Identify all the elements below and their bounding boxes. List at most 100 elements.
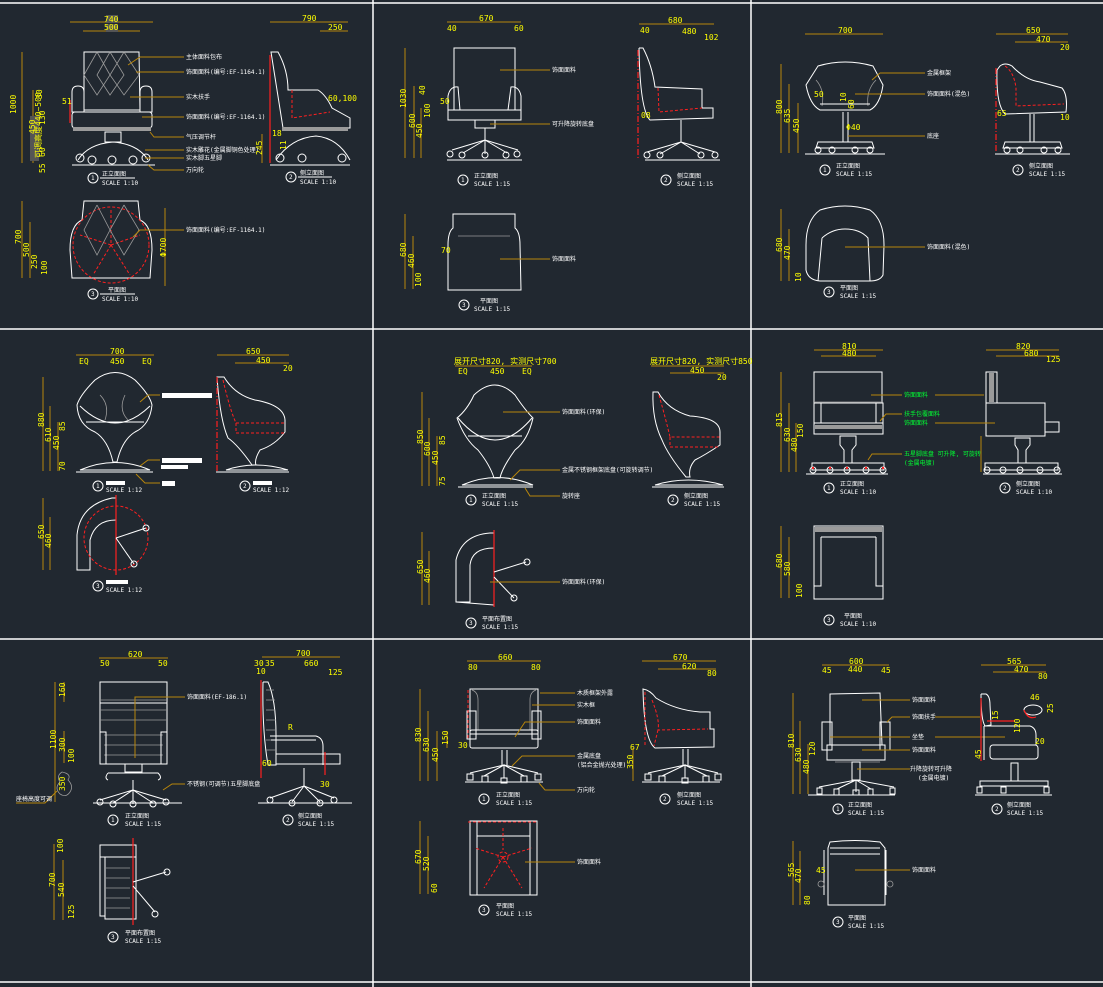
dim-plan-a: 470 [794, 868, 803, 883]
view-number: 3 [462, 302, 466, 309]
dim-side-total: 680 [668, 16, 683, 25]
dim-a: 50 [814, 90, 824, 99]
dim-height-total: 815 [775, 412, 784, 427]
view-number: 1 [482, 796, 486, 803]
dim-h-d: 75 [438, 476, 447, 486]
panel-5: 展开尺寸820, 实测尺寸700 EQ 450 EQ 850 600 450 8… [416, 356, 753, 631]
view-title: 侧立面图 [1016, 480, 1040, 488]
view-number: 3 [91, 291, 95, 298]
view-number: 1 [469, 497, 473, 504]
dim-side-d: 125 [328, 668, 343, 677]
view-number: 3 [111, 934, 115, 941]
view-scale: SCALE 1:15 [848, 810, 885, 817]
dim-side-b: 20 [1060, 43, 1070, 52]
dim-plan-b: 60 [430, 883, 439, 893]
egg-shell [456, 384, 534, 479]
dim-side-total: 565 [1007, 657, 1022, 666]
plan-outline [104, 856, 137, 920]
view-number: 3 [827, 617, 831, 624]
view-scale: SCALE 1:15 [840, 293, 877, 300]
p4-plan-view: 650 460 3 SCALE 1:12 [37, 495, 150, 594]
note-plan: 饰面面料(环保) [562, 578, 605, 586]
dim-side-d: 350 [626, 754, 635, 769]
dim-height-total: 850 [416, 429, 425, 444]
plan-outline [827, 840, 886, 906]
dim-plan-c: 45 [816, 866, 826, 875]
dim-arm-b: 51 [62, 97, 72, 106]
dim-h-d: 30 [458, 741, 468, 750]
redacted-note-1 [162, 393, 212, 398]
p4-side-view: 650 450 20 2 SCALE 1:12 [216, 347, 293, 494]
dim-side-c: 65 [997, 109, 1007, 118]
p8-plan-view: 670 520 60 饰面面料 3 平面图 SCALE 1:15 [414, 820, 601, 918]
base-footprint [72, 206, 150, 284]
dim-seat-height: 450 [415, 123, 424, 138]
note-8: 万向轮 [186, 166, 204, 174]
note-1: 主体面料包布 [186, 53, 222, 61]
side-shell [652, 391, 721, 478]
note-3: 饰面面料 [577, 718, 601, 726]
dim-plan-depth: 700 [48, 872, 57, 887]
dim-c: 60 [847, 99, 856, 109]
p1-front-leaders [127, 56, 184, 171]
dim-plan-seat: 500 [22, 242, 31, 257]
dim-width-left: 45 [822, 666, 832, 675]
dim-h-b: 480 [802, 759, 811, 774]
note-4: 五星脚底盘 可升降, 可旋转 [904, 450, 981, 458]
view-scale: SCALE 1:10 [300, 179, 337, 186]
dim-plan-depth: 565 [787, 862, 796, 877]
view-title: 平面图 [496, 903, 514, 910]
dim-leg: 60 [38, 147, 47, 157]
dim-h-a: 600 [423, 441, 432, 456]
dim-plan-c: 540 [57, 882, 66, 897]
p7-front-view: 620 50 50 1100 160 300 100 350 座椅高度可调 [16, 650, 260, 828]
side-chair-outline [270, 51, 351, 129]
dim-arm-b: 50 [440, 97, 450, 106]
view-number: 3 [469, 620, 473, 627]
dim-side-radius: R [288, 723, 293, 732]
p5-view3-caption: 3 平面布置图 SCALE 1:15 [465, 615, 519, 631]
note-3: 实木扶手 [186, 93, 210, 101]
dim-height-total: 1100 [49, 730, 58, 749]
armrests [71, 85, 153, 113]
p8-side-view: 670 620 80 67 350 2 侧立面图 SCALE 1:15 [626, 653, 722, 807]
p6-side-view: 820 680 125 2 侧立面图 SCALE 1:10 [935, 342, 1062, 496]
view-title: 侧立面图 [298, 812, 322, 820]
p5-plan-view: 650 460 饰面面料(环保) 3 平面布置图 SCALE 1:15 [416, 530, 605, 631]
view-number: 2 [671, 497, 675, 504]
view-scale: SCALE 1:10 [840, 621, 877, 628]
view-title: 正立面图 [482, 492, 506, 500]
dim-adjustable-height: 可调高度440~500 [33, 92, 43, 158]
dim-side-a: 40 [640, 26, 650, 35]
dim-plan-b: 100 [40, 260, 49, 275]
view-number: 1 [96, 483, 100, 490]
p9-view1-caption: 1 正立面图 SCALE 1:15 [832, 801, 885, 817]
note-4: 金属底盘 [577, 752, 601, 760]
p1-front-view: 740 500 1000 可调高度440~500 450 30 51 130 6… [9, 15, 265, 187]
panel-6: 810 480 815 630 480 150 饰面面料 扶手包覆面料 饰面面料 [775, 342, 1062, 628]
note-3: 坐垫 [912, 733, 924, 741]
view-scale: SCALE 1:15 [496, 911, 533, 918]
side-backrest [262, 681, 277, 766]
view-number: 2 [243, 483, 247, 490]
plan-outline [69, 200, 153, 279]
dim-side-a: 450 [256, 356, 271, 365]
p6-view3-caption: 3 平面图 SCALE 1:10 [823, 613, 877, 628]
dim-plan-b: 80 [803, 895, 812, 905]
dim-side-c: 46 [1030, 693, 1040, 702]
redacted-title [106, 481, 125, 485]
dim-side-top: 250 [328, 23, 343, 32]
dim-arm-a: 40 [418, 85, 427, 95]
dim-plan-depth: 670 [414, 849, 423, 864]
dim-h-c: 85 [438, 435, 447, 445]
note-6: (金属电镀) [918, 774, 949, 782]
note-5: 气压调节杆 [186, 133, 216, 141]
dim-side-a: 450 [690, 366, 705, 375]
dim-base: 55 [38, 163, 47, 173]
view-number: 2 [289, 174, 293, 181]
view-scale: SCALE 1:15 [474, 181, 511, 188]
armrests [447, 86, 522, 111]
view-number: 1 [461, 177, 465, 184]
redacted-title [253, 481, 272, 485]
note-1: 饰面面料 [912, 696, 936, 704]
